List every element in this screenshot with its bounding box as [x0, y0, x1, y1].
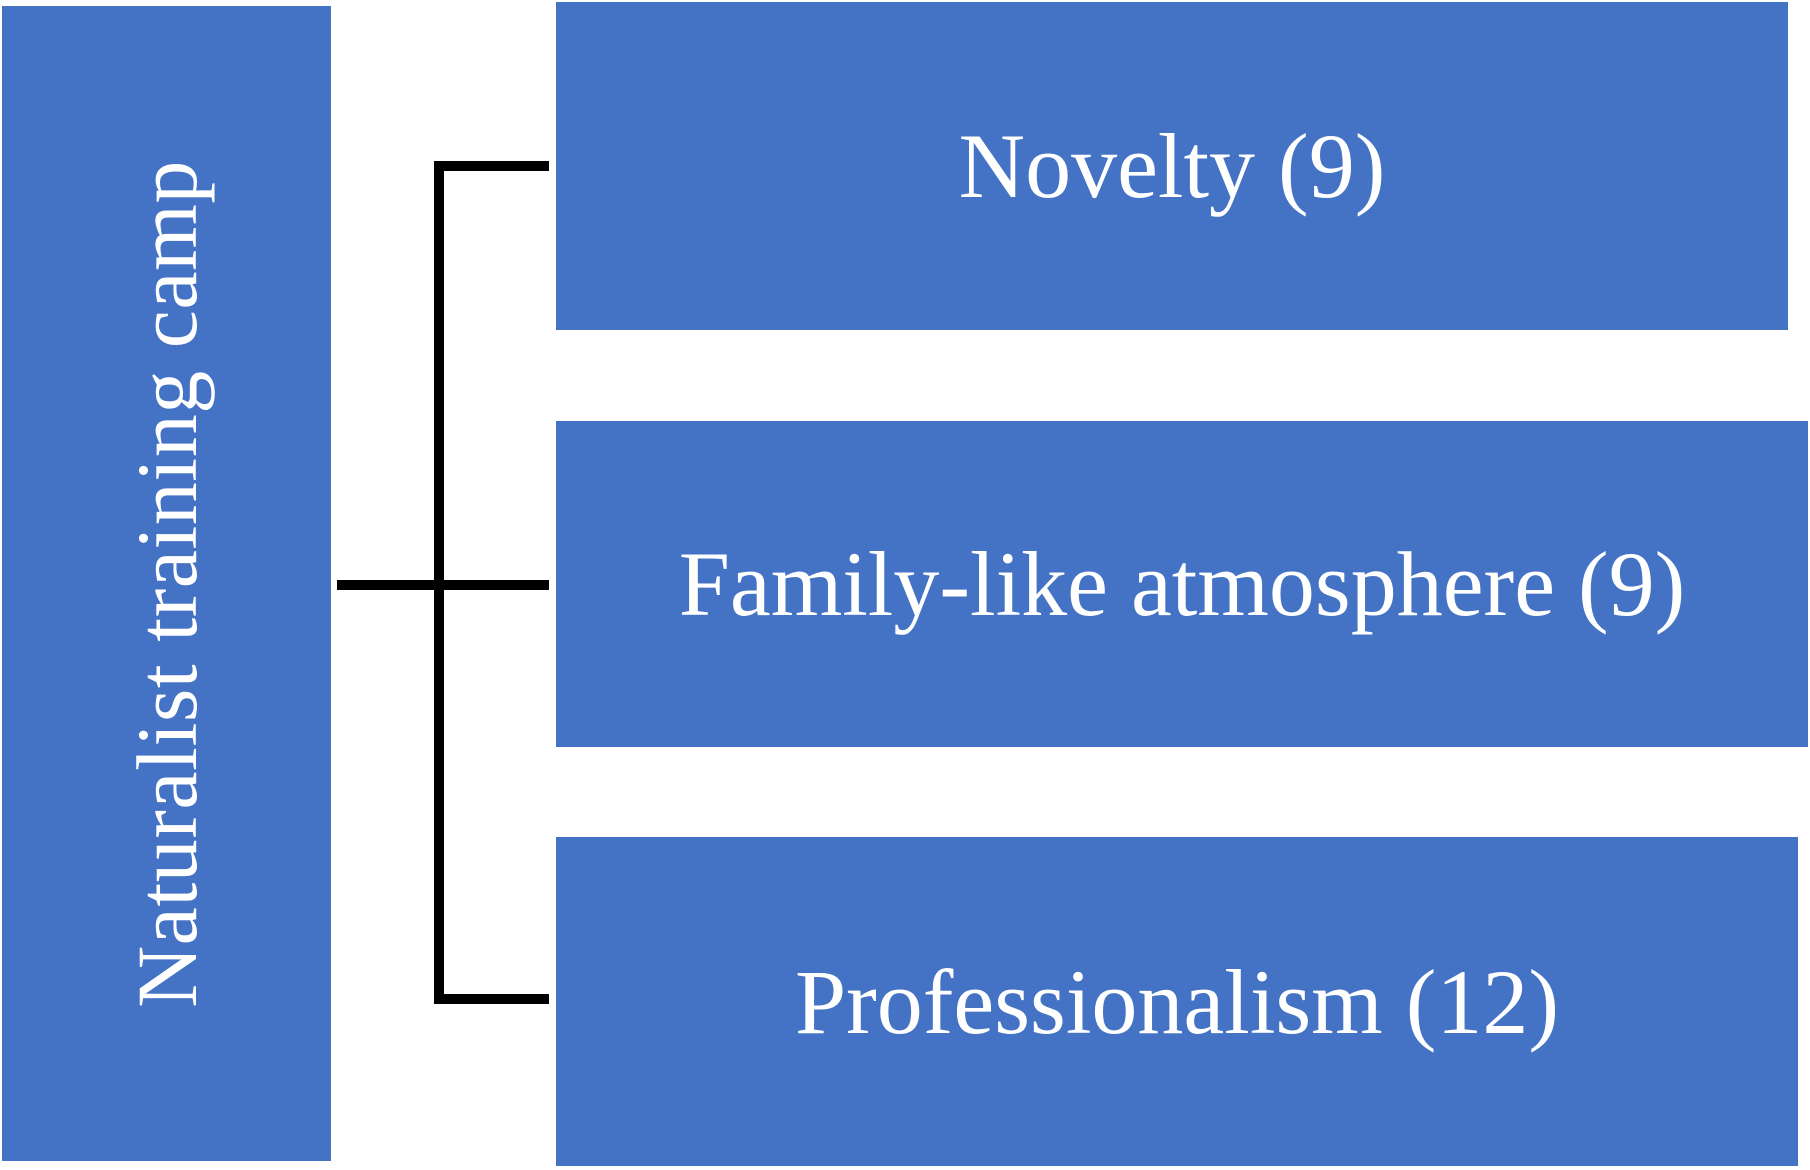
child-node-family-like-atmosphere: Family-like atmosphere (9): [556, 421, 1808, 747]
child-node-label: Family-like atmosphere (9): [678, 533, 1686, 635]
root-node-label: Naturalist training camp: [118, 159, 215, 1008]
child-node-label: Novelty (9): [958, 115, 1386, 217]
root-node-box: Naturalist training camp: [2, 6, 331, 1161]
child-node-professionalism: Professionalism (12): [556, 837, 1798, 1166]
child-node-label: Professionalism (12): [794, 950, 1560, 1053]
child-node-novelty: Novelty (9): [556, 2, 1788, 330]
